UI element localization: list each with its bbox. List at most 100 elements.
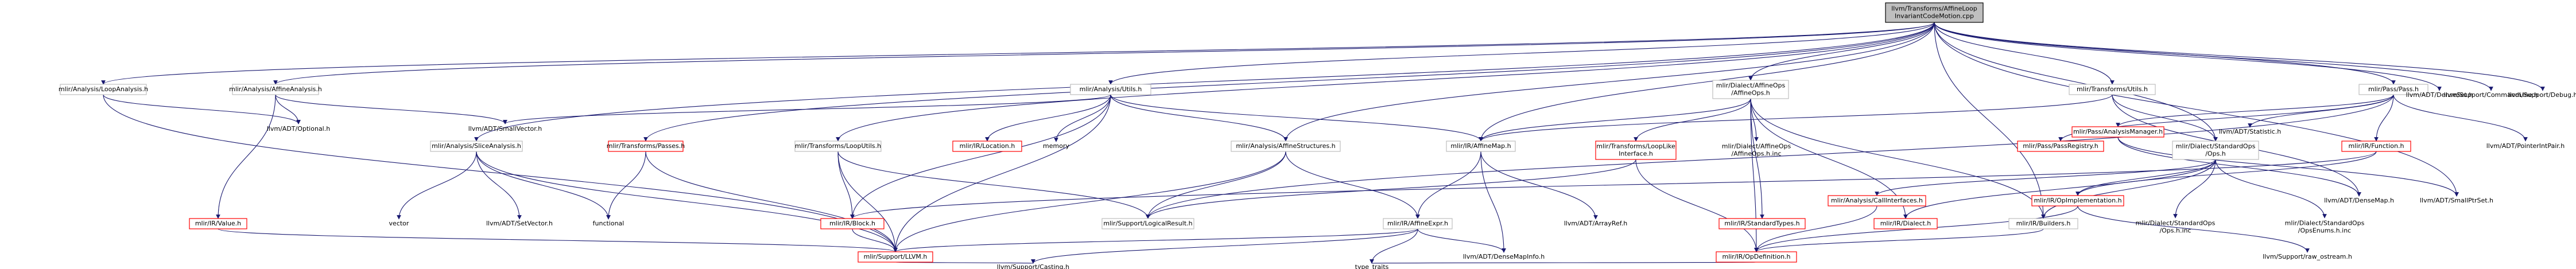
- edge-standardops-to-opsenums: [2215, 159, 2327, 219]
- node-box: [2071, 126, 2164, 138]
- graph-node-analysismanager[interactable]: mlir/Pass/AnalysisManager.h: [2071, 126, 2164, 138]
- edge-root-to-affinestructures: [1283, 22, 1935, 142]
- node-label: mlir/Dialect/StandardOps: [2285, 220, 2365, 227]
- graph-node-memory: memory: [1043, 142, 1069, 150]
- graph-node-looputils[interactable]: mlir/Transforms/LoopUtils.h: [794, 141, 882, 152]
- node-label: mlir/IR/Function.h: [2349, 142, 2404, 150]
- graph-node-affineops[interactable]: mlir/Dialect/AffineOps/AffineOps.h: [1712, 80, 1789, 99]
- node-label: llvm/Transforms/AffineLoop: [1891, 5, 1977, 13]
- graph-node-sliceanalysis[interactable]: mlir/Analysis/SliceAnalysis.h: [430, 141, 523, 152]
- edge-analysisutils-to-llvmh: [893, 94, 1111, 252]
- node-label: mlir/IR/AffineExpr.h: [1387, 220, 1448, 227]
- node-label: mlir/Analysis/AffineAnalysis.h: [229, 85, 322, 93]
- node-label: mlir/Transforms/Passes.h: [607, 142, 685, 150]
- graph-node-opimplementation[interactable]: mlir/IR/OpImplementation.h: [2031, 195, 2124, 206]
- graph-node-transformspasses[interactable]: mlir/Transforms/Passes.h: [607, 141, 685, 152]
- edge-affineexpr-to-densemapinfo: [1417, 228, 1506, 253]
- graph-node-passpass[interactable]: mlir/Pass/Pass.h: [2358, 84, 2428, 95]
- node-label: mlir/Dialect/StandardOps: [2176, 143, 2256, 150]
- edge-affineexpr-to-typetraits: [1370, 228, 1418, 264]
- graph-node-llvmh[interactable]: mlir/Support/LLVM.h: [858, 251, 933, 263]
- graph-node-standardopsinc: mlir/Dialect/StandardOps/Ops.h.inc: [2136, 220, 2216, 235]
- graph-node-debug: llvm/Support/Debug.h: [2508, 91, 2576, 99]
- edge-affinestructures-to-affineexpr: [1285, 151, 1420, 219]
- edge-looputils-to-logicalresult: [837, 151, 1150, 219]
- edge-sliceanalysis-to-llvmh: [476, 151, 898, 252]
- graph-node-logicalresult[interactable]: mlir/Support/LogicalResult.h: [1101, 218, 1194, 229]
- edge-root-to-standardops: [1934, 22, 2218, 142]
- edge-affineexpr-to-llvmh: [893, 228, 1418, 252]
- node-label: /Ops.h.inc: [2159, 227, 2191, 235]
- node-box: [430, 141, 523, 152]
- node-label: /AffineOps.h: [1731, 89, 1770, 97]
- edge-affinemap-to-arrayref: [1480, 151, 1598, 220]
- graph-node-functional: functional: [593, 220, 624, 227]
- node-label: llvm/Support/CommandLine.h: [2444, 91, 2538, 99]
- node-label: mlir/Analysis/LoopAnalysis.h: [59, 85, 148, 93]
- graph-node-location[interactable]: mlir/IR/Location.h: [952, 141, 1022, 152]
- graph-node-opdefinition[interactable]: mlir/IR/OpDefinition.h: [1716, 251, 1797, 263]
- node-box: [232, 84, 319, 95]
- edge-root-to-loopanalysis: [101, 22, 1935, 85]
- edge-root-to-commandline: [1934, 22, 2493, 91]
- edge-looplikeinterface-to-opdefinition: [1635, 159, 1759, 252]
- edge-builders-to-opdefinition: [1754, 228, 2044, 252]
- edge-affineops-to-builders: [1750, 98, 2046, 219]
- node-label: InvariantCodeMotion.cpp: [1895, 13, 1974, 20]
- node-label: mlir/Analysis/CallInterfaces.h: [1831, 197, 1923, 204]
- graph-node-affineanalysis[interactable]: mlir/Analysis/AffineAnalysis.h: [229, 84, 322, 95]
- edge-root-to-transformspasses: [643, 22, 1935, 142]
- node-box: [1595, 141, 1677, 160]
- graph-node-densesetroot: llvm/ADT/DenseSet.h: [2406, 91, 2473, 99]
- edge-analysisutils-to-block: [850, 94, 1111, 219]
- node-box: [1231, 141, 1341, 152]
- graph-node-value[interactable]: mlir/IR/Value.h: [189, 218, 247, 229]
- edge-passpass-to-function: [2374, 94, 2394, 142]
- node-label: /AffineOps.h.inc: [1731, 150, 1781, 158]
- node-box: [608, 141, 684, 152]
- node-label: mlir/Transforms/LoopUtils.h: [795, 142, 881, 150]
- node-label: llvm/ADT/DenseSet.h: [2406, 91, 2473, 99]
- edge-opdefinition-to-typetraits: [1371, 259, 1757, 264]
- node-box: [858, 251, 933, 263]
- graph-node-affineexpr[interactable]: mlir/IR/AffineExpr.h: [1383, 218, 1453, 229]
- graph-node-block[interactable]: mlir/IR/Block.h: [820, 218, 884, 229]
- graph-node-standardtypes[interactable]: mlir/IR/StandardTypes.h: [1718, 218, 1806, 229]
- edge-standardops-to-builders: [2041, 159, 2216, 219]
- node-label: llvm/ADT/DenseMapInfo.h: [1463, 253, 1545, 260]
- edge-root-to-densesetroot: [1934, 22, 2442, 91]
- graph-node-affinestructures[interactable]: mlir/Analysis/AffineStructures.h: [1231, 141, 1341, 152]
- graph-node-root[interactable]: llvm/Transforms/AffineLoopInvariantCodeM…: [1885, 2, 1984, 23]
- graph-node-callinterfaces[interactable]: mlir/Analysis/CallInterfaces.h: [1828, 195, 1926, 206]
- node-label: mlir/Analysis/SliceAnalysis.h: [432, 142, 521, 150]
- graph-edges: [101, 22, 2545, 264]
- node-box: [60, 84, 147, 95]
- edge-affineops-to-standardtypes: [1750, 98, 1764, 219]
- node-label: llvm/Support/Casting.h: [997, 263, 1069, 269]
- graph-node-typetraits: type_traits: [1355, 263, 1389, 269]
- graph-node-transformsutils[interactable]: mlir/Transforms/Utils.h: [2069, 84, 2156, 95]
- node-label: mlir/Transforms/Utils.h: [2077, 85, 2148, 93]
- graph-node-pointerintpair: llvm/ADT/PointerIntPair.h: [2486, 142, 2565, 150]
- edge-callinterfaces-to-opdefinition: [1754, 205, 1877, 252]
- graph-node-smallvector: llvm/ADT/SmallVector.h: [468, 125, 542, 132]
- graph-node-dialect[interactable]: mlir/IR/Dialect.h: [1873, 218, 1938, 229]
- edge-root-to-debug: [1934, 22, 2545, 91]
- graph-node-standardops[interactable]: mlir/Dialect/StandardOps/Ops.h: [2172, 141, 2259, 160]
- graph-node-passregistry[interactable]: mlir/Pass/PassRegistry.h: [2017, 141, 2104, 152]
- graph-node-loopanalysis[interactable]: mlir/Analysis/LoopAnalysis.h: [59, 84, 148, 95]
- graph-node-function[interactable]: mlir/IR/Function.h: [2341, 141, 2411, 152]
- graph-node-analysisutils[interactable]: mlir/Analysis/Utils.h: [1070, 84, 1151, 95]
- node-box: [1828, 195, 1926, 206]
- edge-transformspasses-to-functional: [606, 151, 646, 220]
- edge-loopanalysis-to-optional: [103, 94, 301, 124]
- node-label: mlir/IR/Dialect.h: [1880, 220, 1931, 227]
- edge-affineanalysis-to-optional: [275, 94, 301, 124]
- node-label: mlir/IR/Location.h: [960, 142, 1015, 150]
- edge-root-to-sliceanalysis: [474, 22, 1935, 142]
- node-label: llvm/ADT/ArrayRef.h: [1564, 220, 1628, 227]
- graph-node-affinemap[interactable]: mlir/IR/AffineMap.h: [1446, 141, 1516, 152]
- graph-node-builders[interactable]: mlir/IR/Builders.h: [2008, 218, 2078, 229]
- graph-node-densemapinfo: llvm/ADT/DenseMapInfo.h: [1463, 253, 1545, 260]
